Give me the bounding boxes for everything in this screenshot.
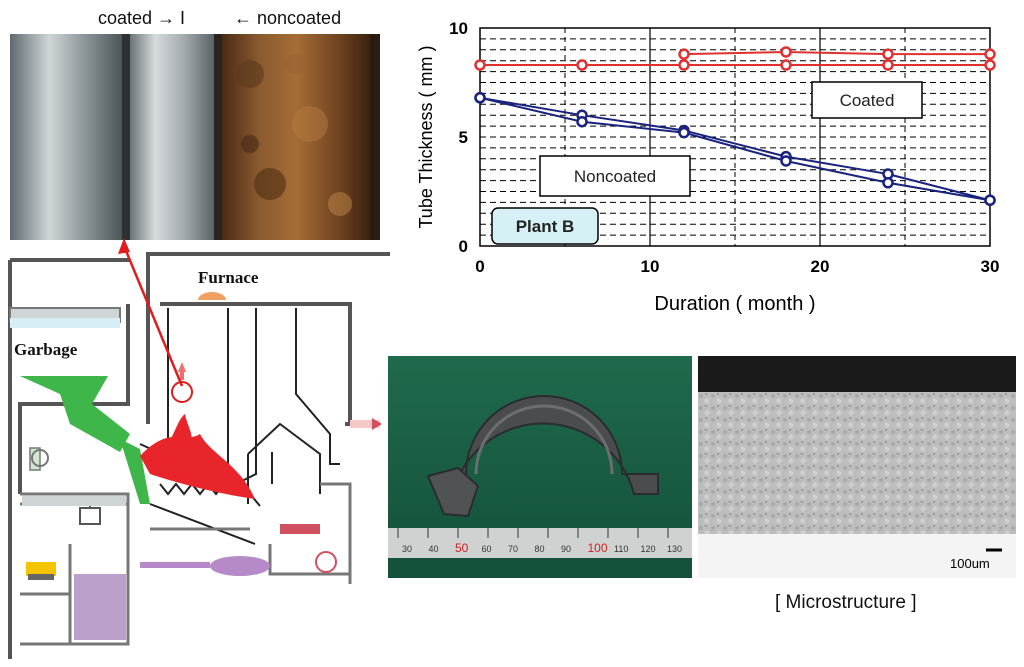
y-axis-label: Tube Thickness ( mm ) [416,45,436,228]
x-tick-label: 30 [981,257,1000,276]
data-point [780,46,792,58]
annotation-noncoated-box [539,155,691,197]
series-line [683,50,990,56]
ruler-number: 50 [455,541,469,555]
annotation-noncoated: Noncoated [574,167,656,186]
data-point [882,59,894,71]
x-tick-label: 20 [811,257,830,276]
ruler-number: 80 [535,544,545,554]
annotation-plant-b-box [491,207,599,245]
annotation-plant-b: Plant B [516,217,575,236]
x-tick-label: 10 [641,257,660,276]
ruler-number: 30 [402,544,412,554]
data-point [780,155,792,167]
series-line [479,96,991,202]
pointer-arrow [118,238,184,387]
tube-photo [10,34,380,240]
ruler-number: 90 [561,544,571,554]
caption-noncoated: ← noncoated [234,8,342,28]
data-point [984,194,996,206]
data-point [576,59,588,71]
data-point [474,92,486,104]
caption-coated: coated → I [98,8,186,28]
microstructure-caption: [ Microstructure ] [775,592,917,613]
x-axis-label: Duration ( month ) [654,293,815,315]
furnace-diagram [8,252,390,659]
scale-bar-label: 100um [950,556,990,571]
series-line [479,96,991,202]
ruler-number: 100 [588,541,608,555]
annotation-coated: Coated [840,91,895,110]
data-point [576,115,588,128]
ruler-number: 110 [614,544,628,554]
ruler-number: 60 [482,544,492,554]
ruler-number: 120 [641,544,656,554]
microstructure-photo [698,356,1016,578]
data-point [678,48,690,60]
data-point [882,48,894,60]
y-tick-label: 5 [459,128,468,147]
y-tick-label: 0 [459,237,468,256]
y-tick-label: 10 [449,19,468,38]
ruler-number: 40 [429,544,439,554]
data-point [984,48,996,60]
sample-photo: 30 40 50 60 70 80 90 100 110 120 130 [388,356,692,578]
label-furnace: Furnace [198,268,259,287]
data-point [678,59,690,71]
data-point [984,59,996,71]
x-tick-label: 0 [475,257,484,276]
data-point [474,59,486,71]
data-point [882,177,894,189]
label-garbage: Garbage [14,340,78,359]
annotation-coated-box [811,81,923,119]
ruler-number: 130 [667,544,682,554]
data-point [678,126,690,139]
ruler-number: 70 [508,544,518,554]
data-point [780,59,792,71]
